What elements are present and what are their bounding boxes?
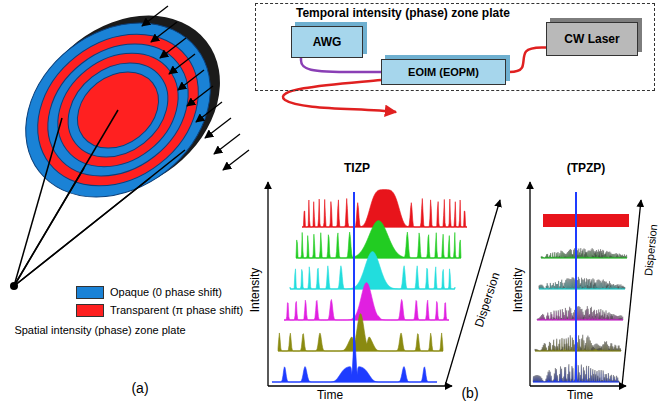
incident-arrow [205,118,231,138]
cable [301,58,381,72]
modulator-box: EOIM (EOPM) [381,59,506,85]
trace-baseline [537,320,623,321]
incident-arrow [151,22,177,42]
focal-ray [14,110,118,286]
trace-baseline [296,258,461,259]
focal-point [10,282,18,290]
phase-trace [543,214,629,227]
focal-rays [14,110,185,286]
incident-arrow [142,6,168,26]
axis-label: Dispersion [642,223,660,276]
focal-ray [14,168,84,286]
intensity-trace [296,221,461,258]
phase-trace [537,306,623,320]
group-title: Temporal intensity (phase) zone plate [296,6,510,20]
incident-arrow [196,102,222,122]
phase-trace [541,248,627,258]
legend-row: Transparent (π phase shift) [76,301,243,319]
plot-title: TIZP [344,162,370,176]
incident-arrows [142,6,249,170]
focal-ray [14,118,62,286]
box-label: CW Laser [564,32,619,46]
plot-axis [529,182,530,386]
focus-spike [353,192,355,382]
dashed-group-box: Temporal intensity (phase) zone plateAWG… [255,3,655,91]
axis-label: Dispersion [473,271,504,329]
intensity-trace [284,283,449,320]
intensity-trace [302,190,467,227]
legend-swatch [76,286,104,299]
incident-arrow [169,54,195,74]
plot-title: (TPZP) [567,162,606,176]
incident-arrow [187,86,213,106]
figure-caption: Spatial intensity (phase) zone plate [14,324,185,337]
axis-label: Time [317,389,343,403]
axis-label: Time [567,389,593,403]
focal-ray [14,150,185,286]
axis-label: Intensity [512,268,526,313]
zone-plate [0,0,245,233]
plot-axis [530,385,626,386]
legend-swatch [76,304,104,317]
laser-box: CW Laser [546,22,638,56]
zone-ring [8,3,229,217]
box-label: EOIM (EOPM) [408,66,479,78]
intensity-trace [290,252,455,289]
trace-baseline [290,289,455,290]
phase-trace [539,277,625,289]
incident-arrow [160,38,186,58]
panel-letter: (b) [461,385,478,401]
trace-baseline [535,351,621,352]
incident-arrow [223,150,249,170]
plot-axis [622,200,641,386]
phase-trace [535,335,621,351]
incident-arrow [214,134,240,154]
trace-baseline [284,320,449,321]
trace-baseline [541,258,627,259]
focus-spike [575,192,577,382]
plot-axis [267,182,268,386]
incident-arrow [178,70,204,90]
legend-text: Transparent (π phase shift) [110,304,243,316]
output-fiber [283,80,396,112]
axis-label: Intensity [249,268,263,313]
zone-ring [0,0,245,233]
box-label: AWG [313,35,342,49]
plot-axis [268,385,452,386]
intensity-trace [278,314,443,351]
trace-baseline [539,289,625,290]
panel-letter: (a) [131,380,148,396]
device-box: AWG [291,26,363,58]
legend-row: Opaque (0 phase shift) [76,283,243,301]
cable [506,48,546,73]
legend: Opaque (0 phase shift) Transparent (π pha… [76,283,243,319]
legend-text: Opaque (0 phase shift) [110,286,222,298]
trace-baseline [278,351,443,352]
